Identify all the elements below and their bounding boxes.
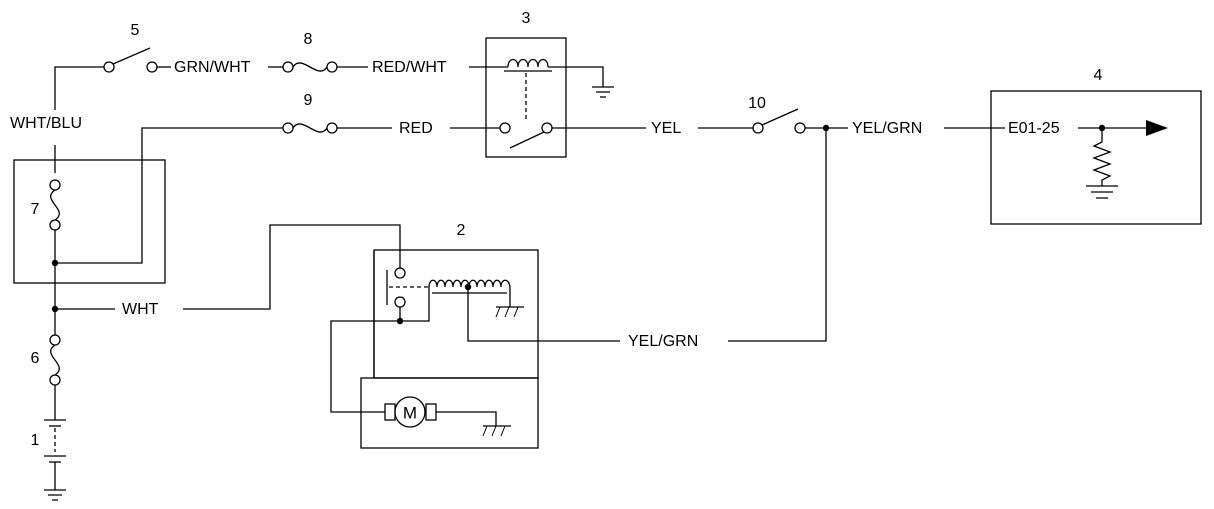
label-background: [369, 58, 450, 78]
wire-label-yel: YEL: [651, 120, 681, 137]
fuse-7-symbol: [49, 179, 61, 263]
wire-yelgrn-down: [728, 128, 827, 342]
wire-yelgrn-to-coil-tap: [467, 287, 620, 342]
chassis-ground-icon: [495, 306, 524, 318]
label-background: [171, 58, 254, 78]
junction-dot: [51, 259, 59, 267]
relay-contact-symbol: [499, 122, 553, 149]
label-background: [7, 114, 85, 134]
relay-coil-symbol: [504, 58, 552, 72]
label-background: [396, 119, 436, 139]
wire-node-to-coil: [400, 287, 430, 322]
junction-dot: [464, 283, 472, 291]
component-number-8: 8: [304, 31, 313, 48]
component-number-4: 4: [1094, 67, 1103, 84]
junction-dot: [1098, 124, 1106, 132]
wire-label-wht: WHT: [122, 301, 159, 318]
wire-label-grn-wht: GRN/WHT: [174, 59, 251, 76]
component-number-6: 6: [31, 350, 40, 367]
fuse-6-symbol: [49, 334, 61, 386]
component-number-10: 10: [748, 95, 766, 112]
component-number-3: 3: [522, 10, 531, 27]
fuse-8-symbol: [282, 61, 338, 73]
junction-dot: [822, 124, 830, 132]
component-number-9: 9: [304, 92, 313, 109]
wire-label-red: RED: [399, 120, 433, 137]
label-background: [119, 300, 162, 320]
module-input-symbol: [1078, 120, 1168, 199]
fuse-9-symbol: [282, 122, 338, 134]
wire-label-wht-blu: WHT/BLU: [10, 115, 82, 132]
motor-relay-symbol: [386, 267, 511, 308]
component-number-1: 1: [31, 432, 40, 449]
ground-icon: [44, 489, 66, 501]
component-number-2: 2: [457, 222, 466, 239]
label-background: [849, 119, 926, 139]
module-pin-label: E01-25: [1008, 120, 1060, 137]
wire-node-to-motor: [330, 320, 400, 413]
motor-label: M: [403, 404, 417, 423]
switch-5-symbol: [103, 47, 158, 73]
junction-dot: [396, 317, 404, 325]
motor-symbol: M: [384, 396, 437, 428]
module-outline: [990, 90, 1202, 225]
fuse-box-outline: [13, 159, 166, 284]
ground-icon: [592, 86, 614, 98]
wire-label-yel-grn-bottom: YEL/GRN: [628, 333, 698, 350]
relay-outline: [485, 37, 567, 158]
label-background: [648, 119, 685, 139]
wire-motor-to-ground: [436, 411, 497, 426]
label-background: [1005, 119, 1063, 139]
wire-label-yel-grn-top: YEL/GRN: [852, 120, 922, 137]
wire-label-red-wht: RED/WHT: [372, 59, 447, 76]
wire-fuse7-to-fuse9: [55, 127, 283, 264]
trunk-to-switch5: [54, 66, 104, 110]
wires: [54, 66, 1005, 490]
battery-symbol: [44, 419, 66, 476]
wire-wht-to-contact: [183, 224, 401, 310]
motor-unit-lower-outline: [360, 377, 539, 449]
switch-10-symbol: [752, 108, 806, 134]
junction-dot: [51, 305, 59, 313]
chassis-ground-icon: [482, 425, 511, 437]
label-background: [625, 332, 702, 352]
component-number-7: 7: [31, 201, 40, 218]
component-number-5: 5: [131, 22, 140, 39]
wire-coil-to-ground: [548, 66, 604, 87]
